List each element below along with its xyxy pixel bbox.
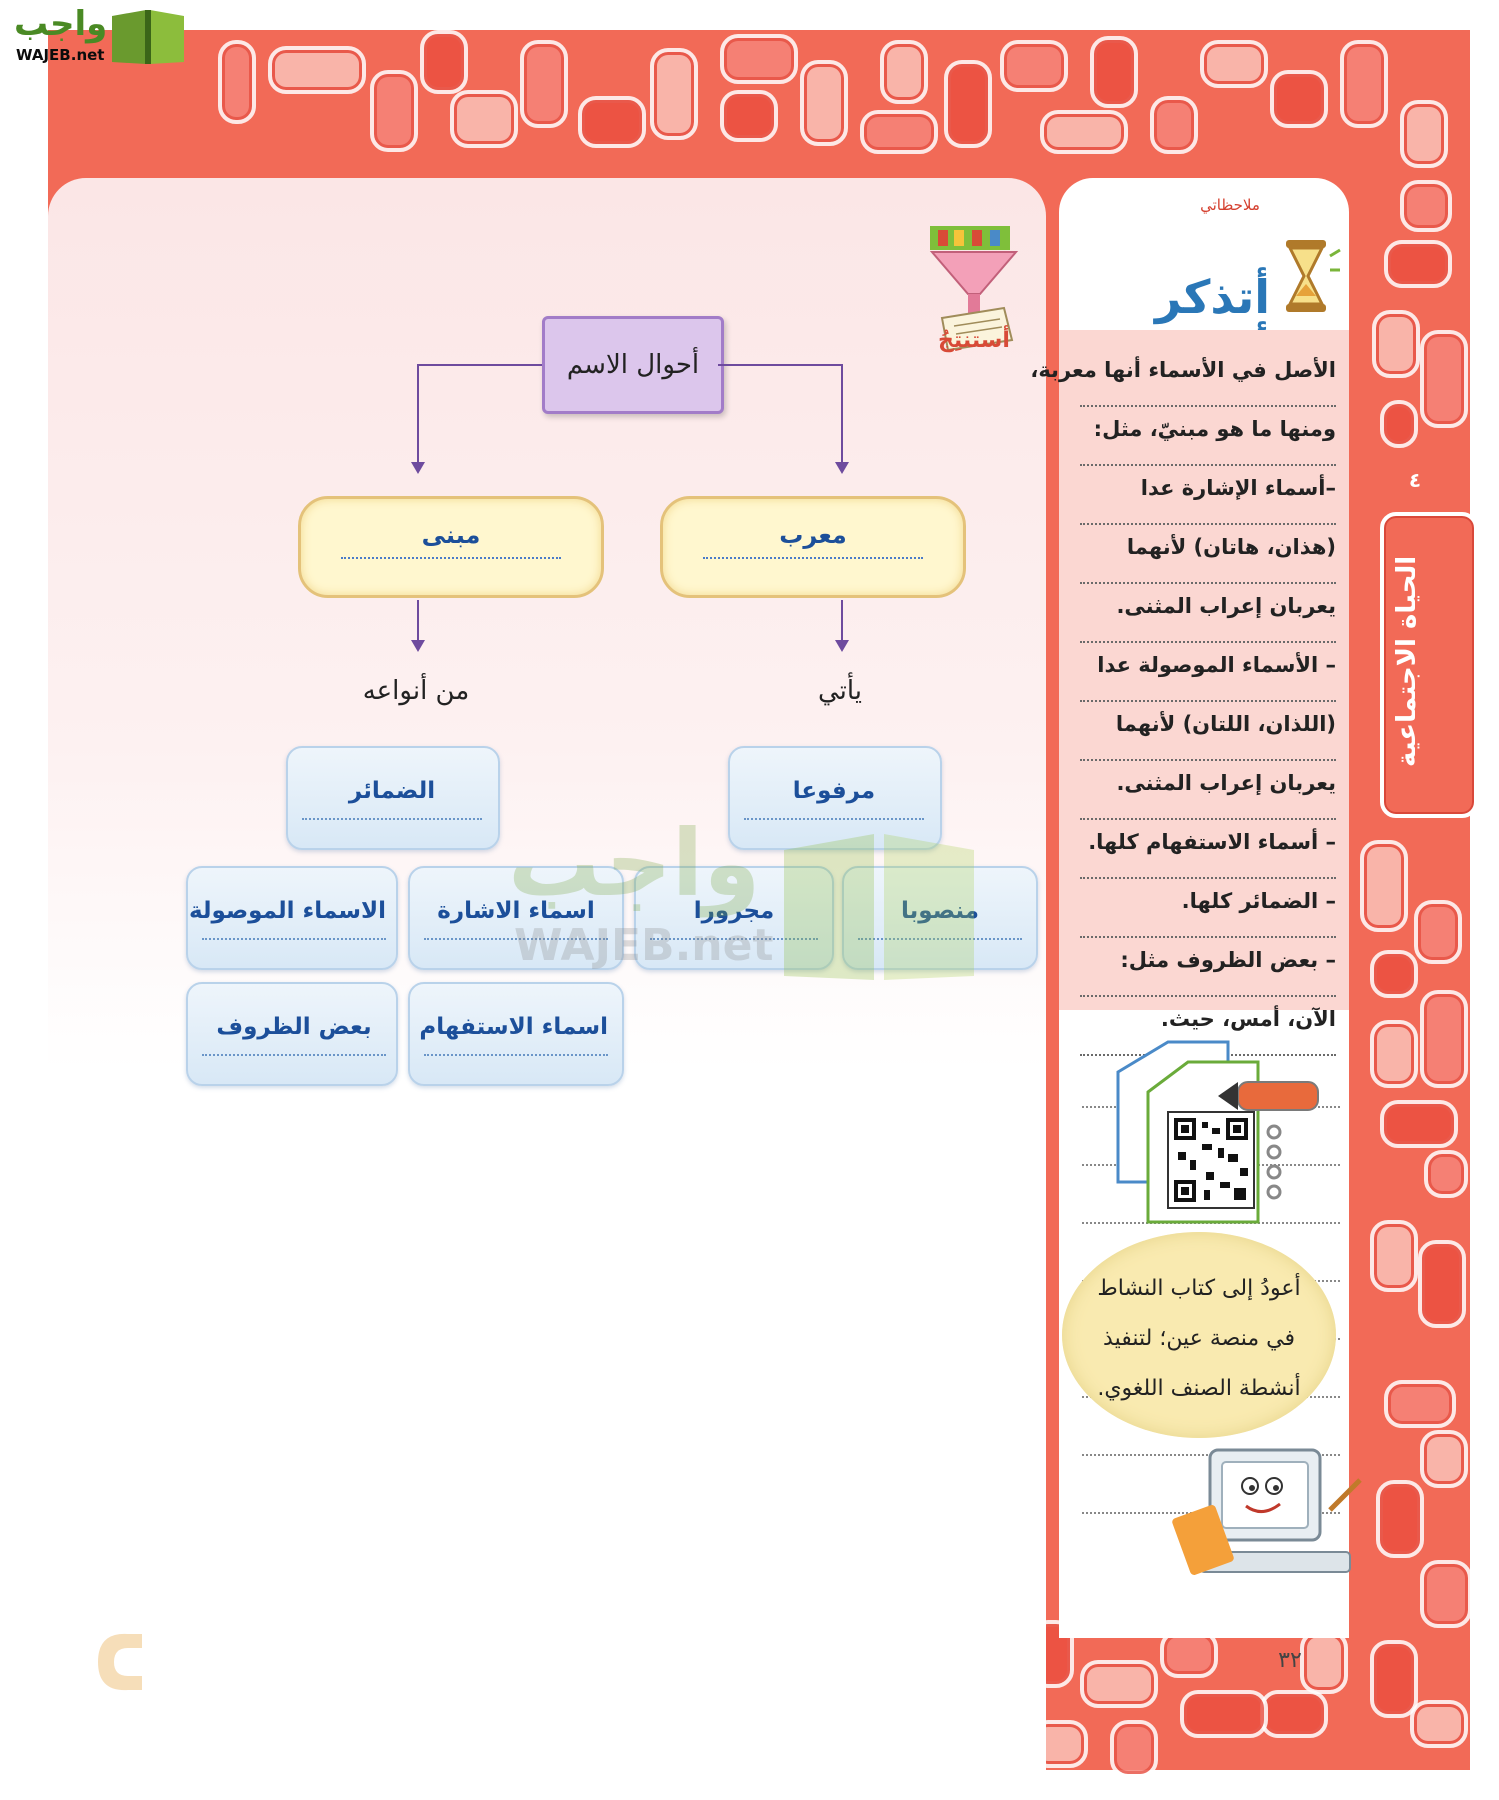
remember-box xyxy=(1059,330,1349,1010)
card-text: مرفوعا xyxy=(744,778,924,820)
answer-card: اسماء الاستفهام xyxy=(408,982,624,1086)
sub-label-right: يأتي xyxy=(817,676,863,706)
card-text: اسماء الاشارة xyxy=(424,898,608,940)
answer-card: الاسماء الموصولة xyxy=(186,866,398,970)
bubble-text: أعودُ إلى كتاب النشاط في منصة عين؛ لتنفي… xyxy=(1097,1276,1301,1401)
remember-line: – أسماء الاستفهام كلها. xyxy=(1080,820,1336,879)
remember-line: يعربان إعراب المثنى. xyxy=(1080,761,1336,820)
answer-card: مجرورا xyxy=(634,866,834,970)
logo-arabic-text: واجب xyxy=(14,4,108,44)
remember-line: الأصل في الأسماء أنها معربة، xyxy=(1030,348,1336,407)
card-text: بعض الظروف xyxy=(202,1014,386,1056)
remember-line: – الضمائر كلها. xyxy=(1080,879,1336,938)
remember-line: يعربان إعراب المثنى. xyxy=(1080,584,1336,643)
card-text: الضمائر xyxy=(302,778,482,820)
unit-title: الحياة الاجتماعية xyxy=(1392,555,1422,767)
branch-label: مبنى xyxy=(341,521,561,559)
answer-card: الضمائر xyxy=(286,746,500,850)
wajeb-logo[interactable]: واجب WAJEB.net xyxy=(4,4,190,70)
answer-card: مرفوعا xyxy=(728,746,942,850)
sub-label-left: من أنواعه xyxy=(362,676,470,706)
card-text: الاسماء الموصولة xyxy=(189,898,386,940)
qr-code-icon[interactable] xyxy=(1108,1032,1336,1232)
deduce-label: أستنتِجُ xyxy=(938,328,1010,353)
remember-line: –أسماء الإشارة عدا xyxy=(1080,466,1336,525)
logo-english-text: WAJEB.net xyxy=(16,46,105,64)
remember-line: (اللذان، اللتان) لأنهما xyxy=(1080,702,1336,761)
connector-right-v xyxy=(841,364,843,464)
card-text: مجرورا xyxy=(650,898,818,940)
notes-caption: ملاحظاتي xyxy=(1200,196,1260,214)
arrow-down-icon xyxy=(835,640,849,652)
page-number: ٣٢ xyxy=(1278,1648,1302,1673)
branch-label: معرب xyxy=(703,521,923,559)
branch-box-right: معرب xyxy=(660,496,966,598)
answer-card: منصوبا xyxy=(842,866,1038,970)
hourglass-icon xyxy=(1286,240,1341,312)
unit-tab[interactable]: الحياة الاجتماعية xyxy=(1380,512,1478,818)
connector-left-sub xyxy=(417,600,419,642)
card-text: اسماء الاستفهام xyxy=(419,1014,608,1056)
connector-left-v xyxy=(417,364,419,464)
connector-right-h xyxy=(718,364,842,366)
publisher-logo-icon xyxy=(98,1633,142,1691)
watermark: واجب WAJEB.net xyxy=(498,810,998,990)
answer-card: اسماء الاشارة xyxy=(408,866,624,970)
arrow-down-icon xyxy=(835,462,849,474)
arrow-down-icon xyxy=(411,462,425,474)
arrow-down-icon xyxy=(411,640,425,652)
book-icon xyxy=(112,10,184,64)
card-text: منصوبا xyxy=(858,898,1022,940)
remember-line: – الأسماء الموصولة عدا xyxy=(1080,643,1336,702)
connector-left-h xyxy=(418,364,542,366)
computer-mascot-icon xyxy=(1172,1448,1362,1575)
watermark-arabic: واجب xyxy=(508,810,761,917)
remember-title: أتذكر أنّ: xyxy=(1155,270,1270,378)
watermark-english: WAJEB.net xyxy=(514,920,774,971)
book-icon xyxy=(784,834,974,980)
remember-list: الأصل في الأسماء أنها معربة، ومنها ما هو… xyxy=(1030,348,1336,1056)
remember-line: – بعض الظروف مثل: xyxy=(1080,938,1336,997)
answer-card: بعض الظروف xyxy=(186,982,398,1086)
diagram-root: أحوال الاسم xyxy=(542,316,724,414)
remember-line: (هذان، هاتان) لأنهما xyxy=(1080,525,1336,584)
speech-bubble: أعودُ إلى كتاب النشاط في منصة عين؛ لتنفي… xyxy=(1062,1232,1336,1438)
connector-right-sub xyxy=(841,600,843,642)
remember-line: ومنها ما هو مبنيّ، مثل: xyxy=(1080,407,1336,466)
deduce-funnel-icon xyxy=(929,226,1019,352)
branch-box-left: مبنى xyxy=(298,496,604,598)
unit-number: ٤ xyxy=(1408,468,1422,492)
